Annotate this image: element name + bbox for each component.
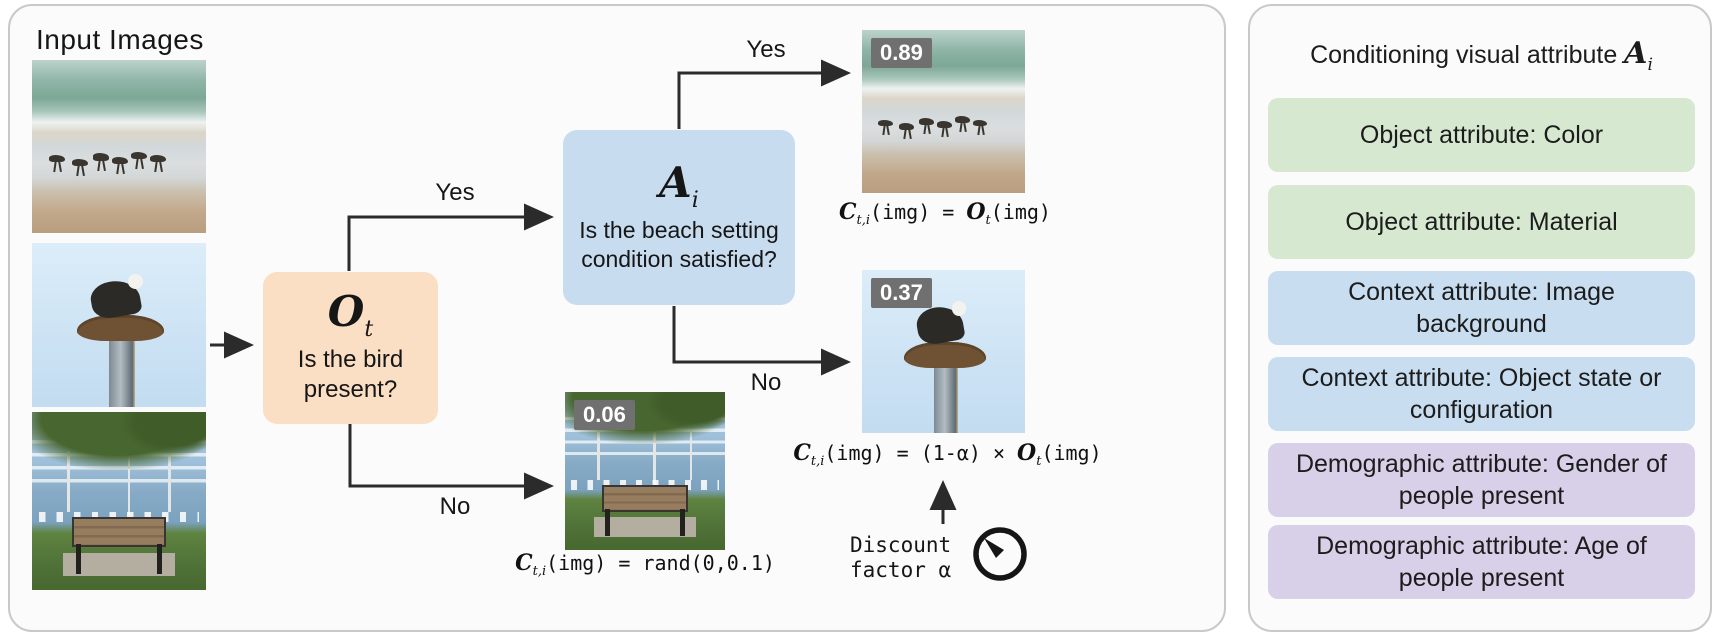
mast [597, 426, 600, 481]
object-question: Is the bird present? [297, 346, 404, 403]
discount-factor-label: Discount factor α [850, 533, 951, 583]
bench [72, 517, 166, 548]
discount-line1: Discount [850, 533, 952, 557]
timer-icon [973, 527, 1027, 581]
pine-branch [648, 392, 725, 430]
osprey-head [127, 274, 144, 289]
formula-fail: Ct,i(img) = rand(0,0.1) [495, 550, 795, 579]
attribute-label: Object attribute: Color [1359, 120, 1604, 149]
bench-leg [157, 543, 163, 574]
branch-label-attribute-no: No [750, 369, 782, 396]
attribute-row-object-color: Object attribute: Color [1268, 98, 1695, 172]
bench [601, 485, 689, 513]
formula-text: (img) = (1-α) × [824, 441, 1018, 465]
nest-pole [933, 362, 959, 433]
mast [689, 429, 693, 481]
input-images-title: Input Images [36, 24, 204, 55]
attribute-condition-node: Ai Is the beach setting condition satisf… [563, 130, 795, 305]
bird-silhouette [72, 158, 88, 166]
score-badge-yes: 0.89 [871, 38, 932, 68]
script-O: O [327, 287, 365, 336]
attribute-question: Is the beach setting condition satisfied… [579, 216, 779, 272]
concrete-pad [63, 552, 175, 576]
title-text: Conditioning visual attribute [1310, 41, 1625, 69]
nest [904, 341, 986, 368]
bird-silhouette [936, 121, 952, 129]
outcome-image-no: 0.37 [862, 270, 1025, 433]
object-filter-node: Ot Is the bird present? [263, 272, 438, 424]
bench-leg [605, 508, 610, 536]
bench-leg [75, 543, 81, 574]
script-C: C [839, 199, 857, 225]
nest [77, 315, 165, 342]
subscript-i: i [691, 187, 699, 213]
mast [127, 444, 131, 516]
attribute-label: Context attribute: Image background [1348, 277, 1615, 339]
mast [66, 451, 70, 512]
formula-text: (img) = rand(0,0.1) [546, 551, 775, 575]
subscript-i: i [1647, 55, 1653, 75]
object-symbol: Ot [263, 291, 438, 341]
attribute-symbol: Ai [563, 161, 795, 213]
formula-text: (img) = [870, 200, 967, 224]
discount-line2: factor α [850, 558, 952, 582]
osprey-head [951, 300, 967, 316]
mast [167, 454, 171, 512]
bird-silhouette [131, 151, 147, 159]
bird-silhouette [954, 116, 970, 124]
script-O: O [1017, 440, 1037, 466]
outcome-image-yes: 0.89 [862, 30, 1025, 193]
formula-yes: Ct,i(img) = Ot(img) [820, 199, 1070, 228]
subscript: t [1036, 454, 1042, 469]
bench-leg [680, 508, 685, 536]
attribute-row-context-background: Context attribute: Image background [1268, 271, 1695, 345]
script-C: C [515, 550, 533, 576]
bird-silhouette [49, 155, 66, 163]
boats [571, 480, 719, 490]
bird-silhouette [899, 122, 915, 130]
attribute-row-context-state: Context attribute: Object state or confi… [1268, 357, 1695, 431]
subscript: t [985, 213, 991, 228]
score-badge-no: 0.37 [871, 278, 932, 308]
outcome-image-fail: 0.06 [565, 392, 725, 550]
input-image-shorebirds [32, 60, 206, 233]
attributes-panel-title: Conditioning visual attribute Ai [1268, 36, 1695, 75]
script-A: A [1624, 36, 1648, 71]
attribute-row-object-material: Object attribute: Material [1268, 185, 1695, 259]
pine-branch [122, 412, 206, 455]
script-O: O [966, 199, 986, 225]
formula-text: (img) [990, 200, 1051, 224]
branch-label-attribute-yes: Yes [746, 36, 786, 63]
bird-silhouette [150, 155, 166, 163]
subscript-t: t [364, 317, 374, 342]
subscript: t,i [856, 213, 871, 228]
formula-no: Ct,i(img) = (1-α) × Ot(img) [775, 440, 1120, 469]
attribute-label: Object attribute: Material [1345, 207, 1618, 236]
subscript: t,i [532, 564, 547, 579]
attribute-row-demographic-gender: Demographic attribute: Gender of people … [1268, 443, 1695, 517]
input-image-osprey [32, 243, 206, 407]
attribute-label: Demographic attribute: Gender of people … [1295, 449, 1668, 511]
bird-silhouette [112, 156, 128, 165]
branch-label-object-yes: Yes [435, 179, 475, 206]
attribute-label: Context attribute: Object state or confi… [1301, 363, 1662, 425]
attribute-row-demographic-age: Demographic attribute: Age of people pre… [1268, 525, 1695, 599]
input-image-harbor-bench [32, 412, 206, 590]
boats [38, 511, 200, 523]
subscript: t,i [810, 454, 825, 469]
script-A: A [659, 157, 692, 207]
nest-pole [108, 336, 135, 407]
mast [653, 420, 656, 484]
score-badge-fail: 0.06 [574, 400, 635, 430]
bird-silhouette [92, 153, 109, 161]
formula-text: (img) [1041, 441, 1102, 465]
bird-silhouette [972, 119, 988, 127]
branch-label-object-no: No [439, 493, 471, 520]
script-C: C [793, 440, 811, 466]
bird-silhouette [878, 119, 893, 127]
attribute-label: Demographic attribute: Age of people pre… [1316, 531, 1647, 593]
bird-silhouette [919, 118, 934, 125]
concrete-pad [593, 516, 697, 538]
